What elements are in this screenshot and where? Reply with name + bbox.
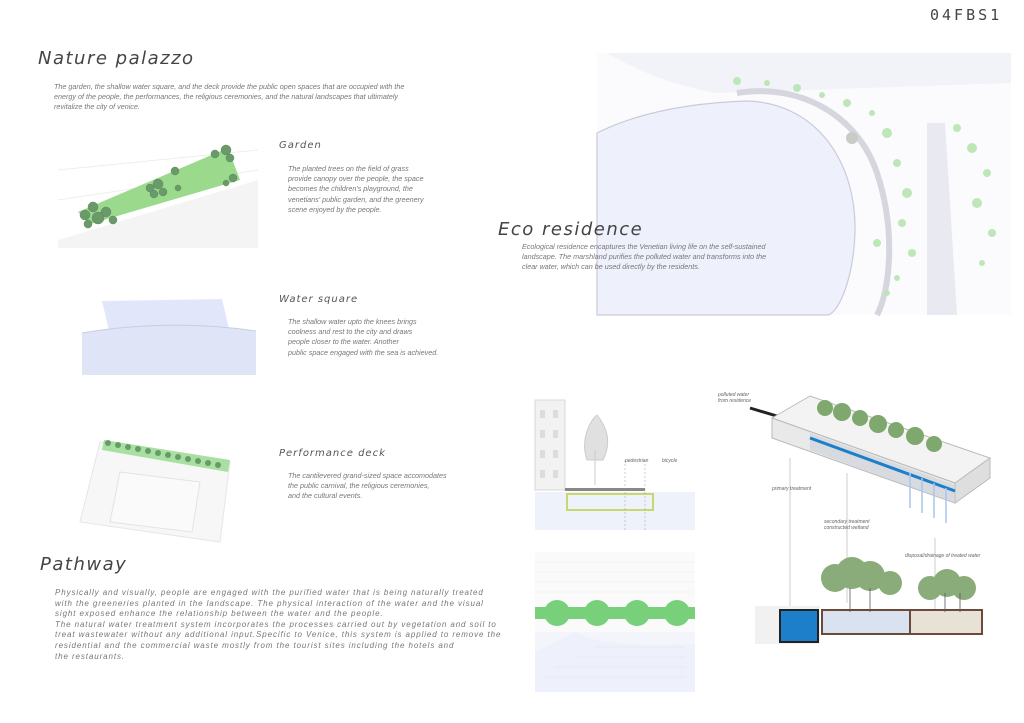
garden-illustration [57, 144, 259, 248]
secondary-treatment-label: secondary treatment constructed wetland [824, 519, 870, 531]
primary-treatment-label: primary treatment [772, 486, 812, 492]
disposal-label: disposal/drainage of treated water [905, 553, 981, 559]
pathway-text: Physically and visually, people are enga… [55, 588, 502, 661]
pedestrian-label: pedestrian [625, 458, 649, 464]
garden-text: The planted trees on the field of grass … [288, 164, 424, 214]
water-treatment-diagram [749, 395, 992, 644]
bicycle-label: bicycle [662, 458, 678, 464]
eco-residence-site-plan [596, 53, 1011, 317]
water-square-title: Water square [279, 294, 359, 305]
performance-deck-title: Performance deck [279, 448, 386, 459]
pathway-title: Pathway [40, 554, 128, 575]
nature-palazzo-intro: The garden, the shallow water square, an… [54, 82, 405, 112]
garden-title: Garden [279, 140, 322, 151]
performance-deck-text: The cantilevered grand-sized space accom… [288, 471, 447, 501]
street-section-illustration [534, 399, 695, 530]
performance-deck-illustration [79, 440, 231, 543]
water-square-text: The shallow water upto the knees brings … [288, 317, 439, 357]
nature-palazzo-title: Nature palazzo [38, 48, 195, 69]
eco-residence-text: Ecological residence encaptures the Vene… [522, 242, 767, 272]
polluted-water-label: polluted water from residence [718, 392, 752, 404]
eco-residence-title: Eco residence [498, 219, 644, 240]
water-square-illustration [81, 299, 257, 375]
sheet-code: 04FBS1 [930, 6, 1003, 24]
pathway-plan-illustration [535, 552, 695, 692]
